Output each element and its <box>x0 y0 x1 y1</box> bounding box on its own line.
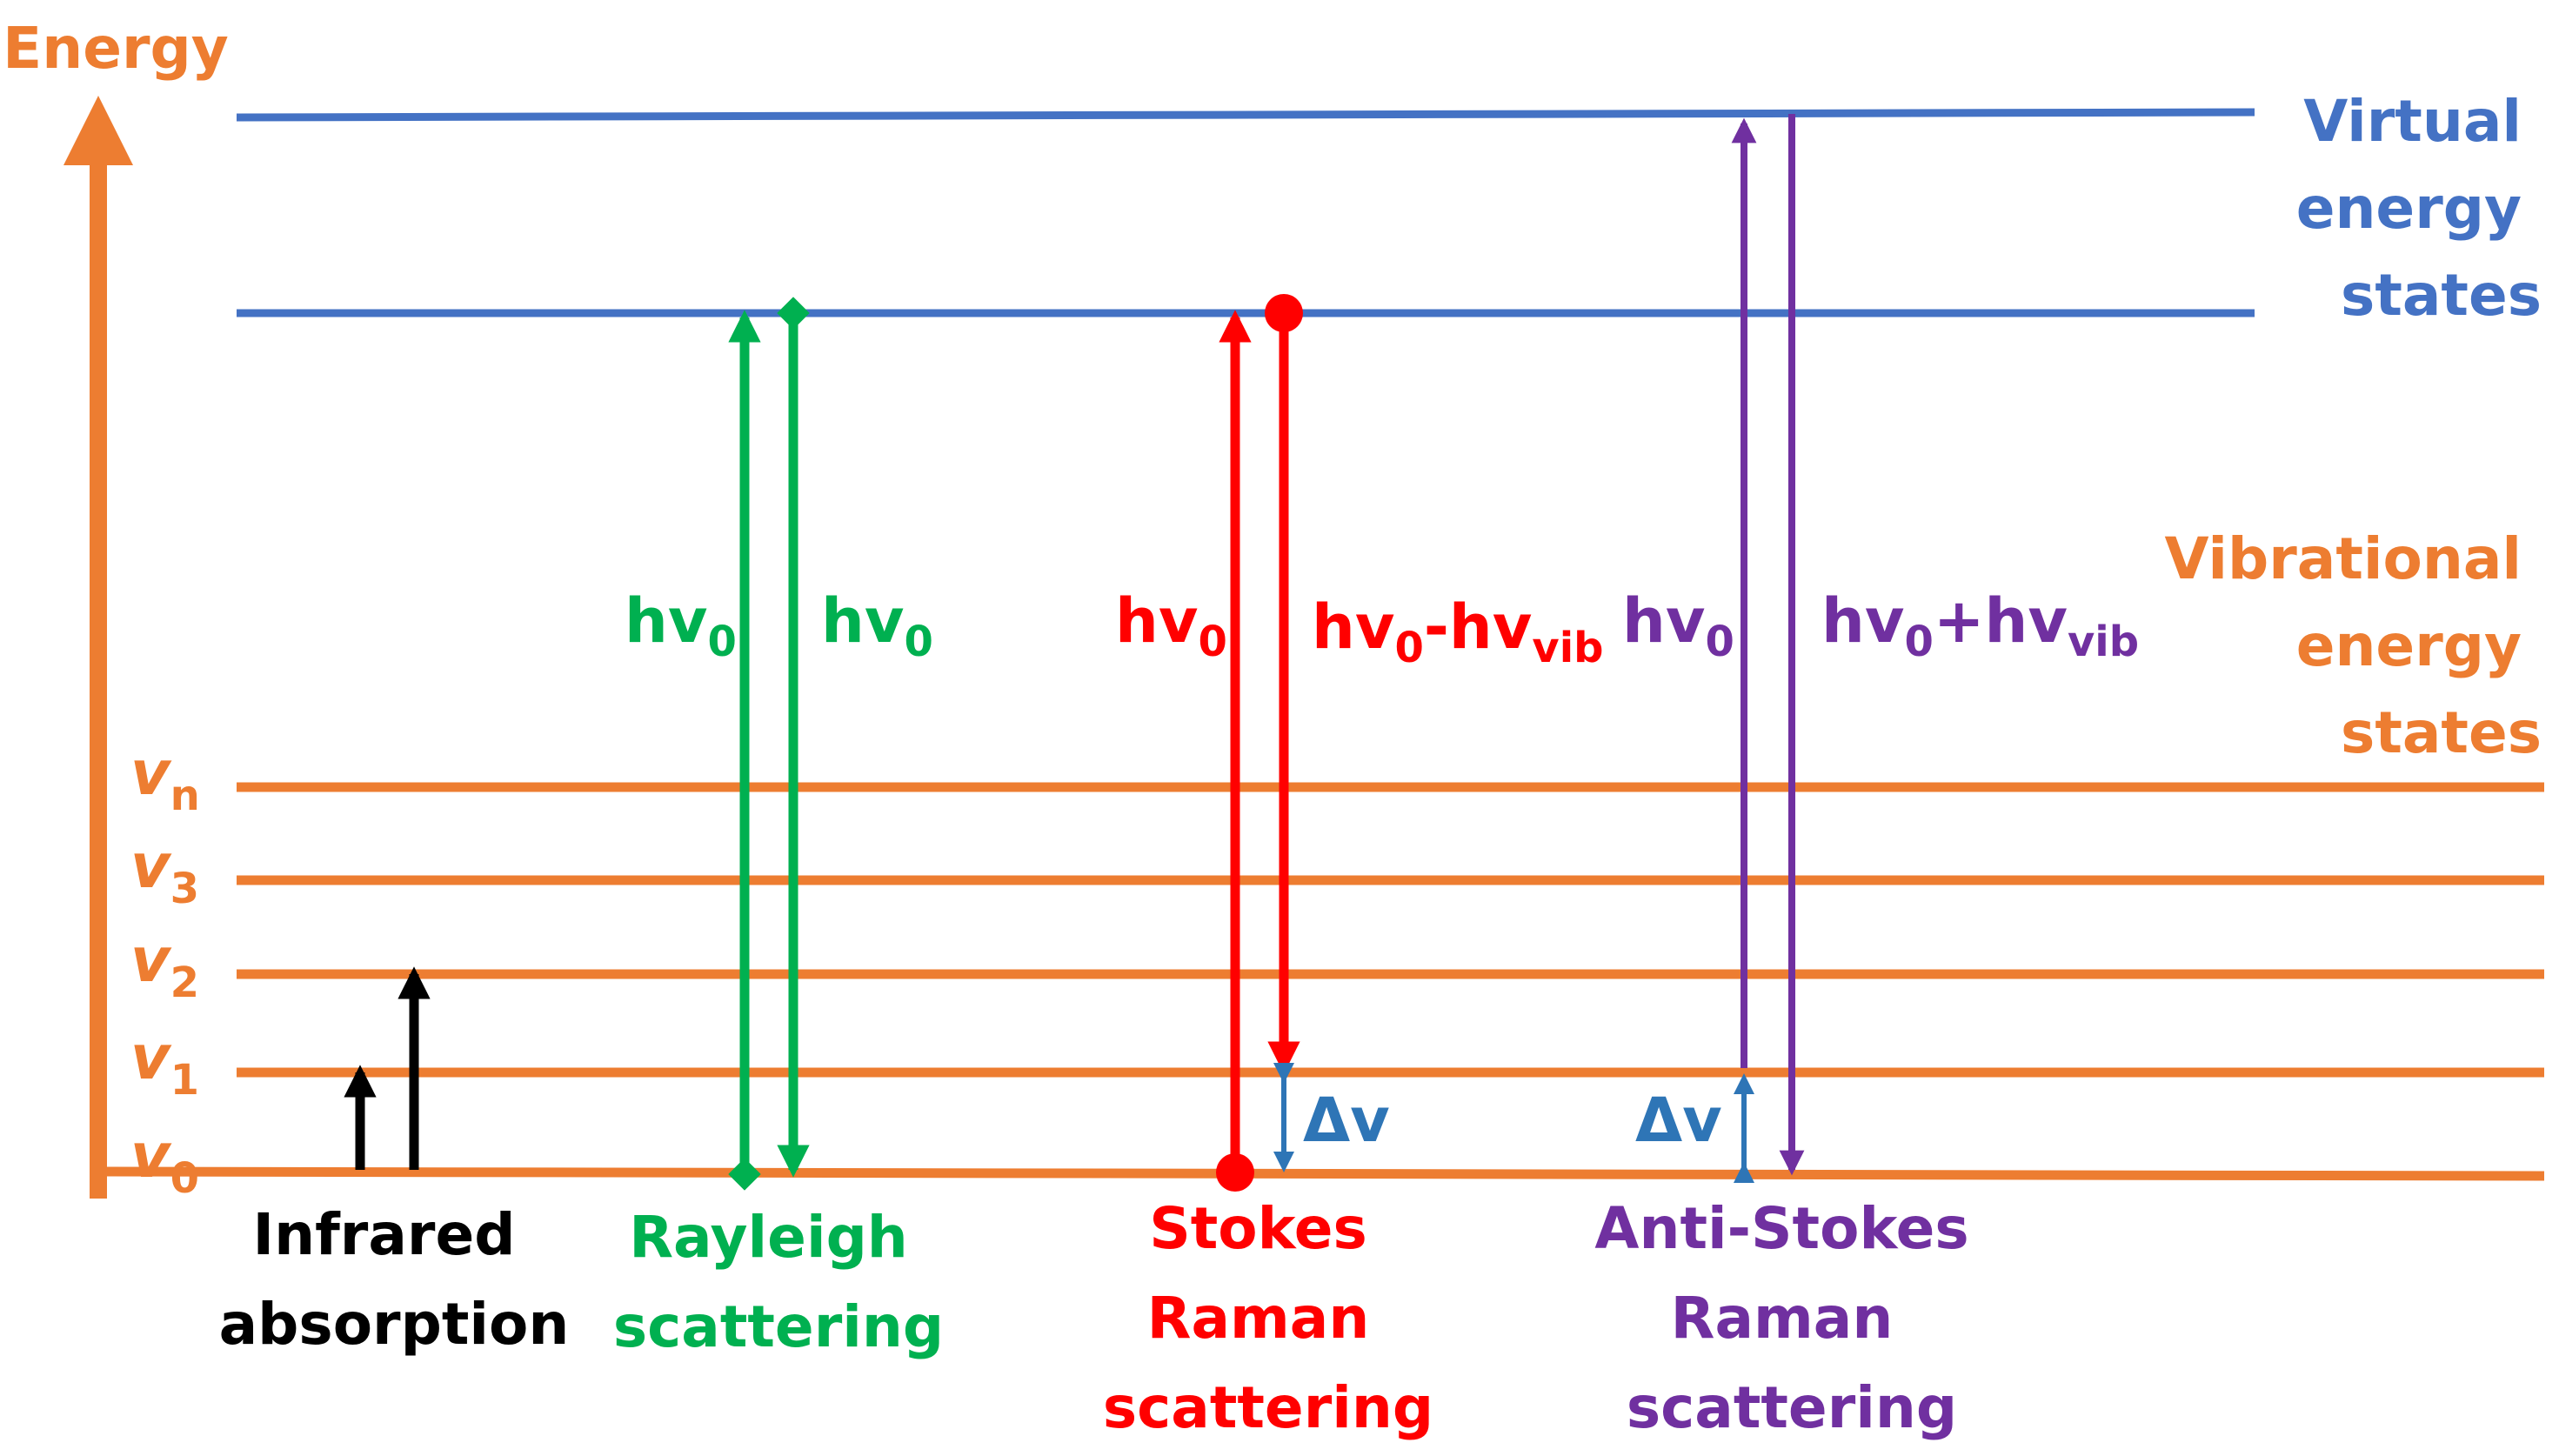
stokes-down-energy-label: hv0-hvvib <box>1312 591 1604 672</box>
vibrational-level-0-line <box>95 1166 2545 1181</box>
stokes-process-label: Stokes Raman scattering <box>1103 1195 1433 1441</box>
energy-axis-label: Energy <box>3 15 229 82</box>
level-label-n: vn <box>130 738 200 820</box>
anti-stokes-delta-label: Δv <box>1635 1085 1722 1156</box>
anti-stokes-up-energy-label: hv0 <box>1622 585 1734 666</box>
vibrational-states-label: Vibrational energy states <box>2164 525 2542 766</box>
rayleigh-down-energy-label: hv0 <box>821 585 933 666</box>
infrared-process-label: Infrared absorption <box>219 1201 570 1358</box>
level-label-3: v3 <box>130 831 199 913</box>
rayleigh-up-energy-label: hv0 <box>625 585 737 666</box>
level-label-2: v2 <box>130 925 199 1007</box>
anti-stokes-down-energy-label: hv0+hvvib <box>1821 585 2139 666</box>
stokes-up-energy-label: hv0 <box>1115 585 1227 666</box>
rayleigh-process-label: Rayleigh scattering <box>613 1204 944 1360</box>
level-label-1: v1 <box>130 1022 199 1105</box>
stokes-delta-label: Δv <box>1303 1085 1390 1156</box>
level-label-0: v0 <box>130 1120 199 1203</box>
anti-stokes-process-label: Anti-Stokes Raman scattering <box>1594 1195 1988 1441</box>
virtual-state-line-upper <box>236 108 2255 122</box>
virtual-states-label: Virtual energy states <box>2296 88 2542 329</box>
